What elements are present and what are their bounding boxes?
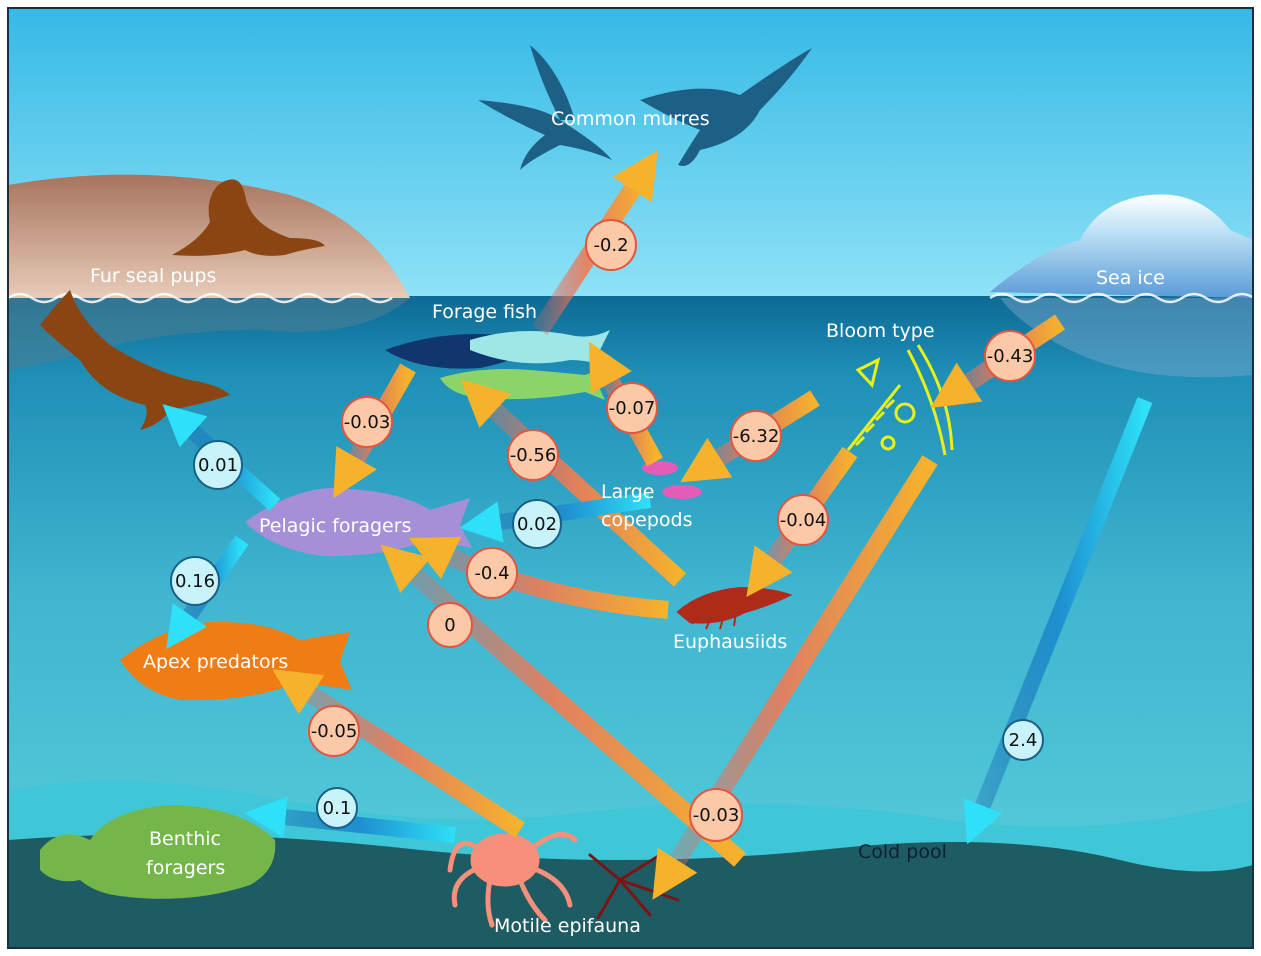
badge-value: -0.56 [510, 445, 557, 466]
label-large-copepods-line2: copepods [601, 509, 692, 531]
badge-bloom-type-to-euphausiids: -0.04 [778, 495, 828, 545]
label-bloom-type: Bloom type [826, 320, 935, 342]
badge-value: 0.16 [175, 571, 215, 592]
badge-value: -0.03 [693, 805, 740, 826]
badge-value: -0.07 [609, 398, 656, 419]
badge-forage-fish-to-pelagic-foragers: -0.03 [342, 397, 392, 447]
badge-euphausiids-to-pelagic-foragers: -0.4 [467, 548, 517, 598]
badge-motile-epifauna-to-benthic-foragers: 0.1 [317, 788, 357, 828]
label-cold-pool: Cold pool [858, 841, 947, 863]
badge-value: -0.43 [987, 346, 1034, 367]
label-motile-epifauna: Motile epifauna [494, 915, 641, 937]
badge-pelagic-foragers-to-fur-seal-pups: 0.01 [194, 441, 242, 489]
badge-sea-ice-to-cold-pool: 2.4 [1003, 720, 1043, 760]
badge-value: -0.2 [593, 235, 628, 256]
label-forage-fish: Forage fish [432, 301, 537, 323]
label-benthic-foragers-line2: foragers [146, 857, 225, 879]
badge-value: 0 [444, 615, 455, 636]
label-common-murres: Common murres [551, 108, 710, 130]
label-large-copepods-line1: Large [601, 481, 654, 503]
badge-value: -0.4 [474, 563, 509, 584]
badge-value: -0.05 [311, 721, 358, 742]
badge-pelagic-foragers-to-apex-predators: 0.16 [171, 557, 219, 605]
copepod-lower-icon [662, 485, 702, 499]
badge-large-copepods-to-forage-fish: -0.07 [607, 383, 657, 433]
label-euphausiids: Euphausiids [673, 631, 787, 653]
label-benthic-foragers-line1: Benthic [149, 828, 221, 850]
label-pelagic-foragers: Pelagic foragers [259, 515, 411, 537]
label-sea-ice: Sea ice [1096, 267, 1165, 289]
badge-euphausiids-to-forage-fish: -0.56 [508, 430, 558, 480]
badge-value: -0.03 [344, 412, 391, 433]
badge-bloom-type-to-motile-epifauna: -0.03 [690, 789, 742, 841]
badge-value: 0.01 [198, 455, 238, 476]
badge-value: 2.4 [1009, 730, 1038, 751]
badge-motile-epifauna-to-pelagic-foragers: 0 [428, 603, 472, 647]
badge-value: -6.32 [733, 426, 780, 447]
label-fur-seal-pups: Fur seal pups [90, 265, 216, 287]
badge-large-copepods-to-pelagic-foragers: 0.02 [513, 500, 561, 548]
badge-forage-fish-to-common-murres: -0.2 [586, 220, 636, 270]
badge-value: 0.1 [323, 798, 352, 819]
badge-bloom-type-to-large-copepods: -6.32 [731, 411, 781, 461]
badge-value: 0.02 [517, 514, 557, 535]
badge-value: -0.04 [780, 510, 827, 531]
badge-sea-ice-to-bloom-type: -0.43 [985, 331, 1035, 381]
label-apex-predators: Apex predators [143, 651, 288, 673]
badge-motile-epifauna-to-apex-predators: -0.05 [309, 706, 359, 756]
